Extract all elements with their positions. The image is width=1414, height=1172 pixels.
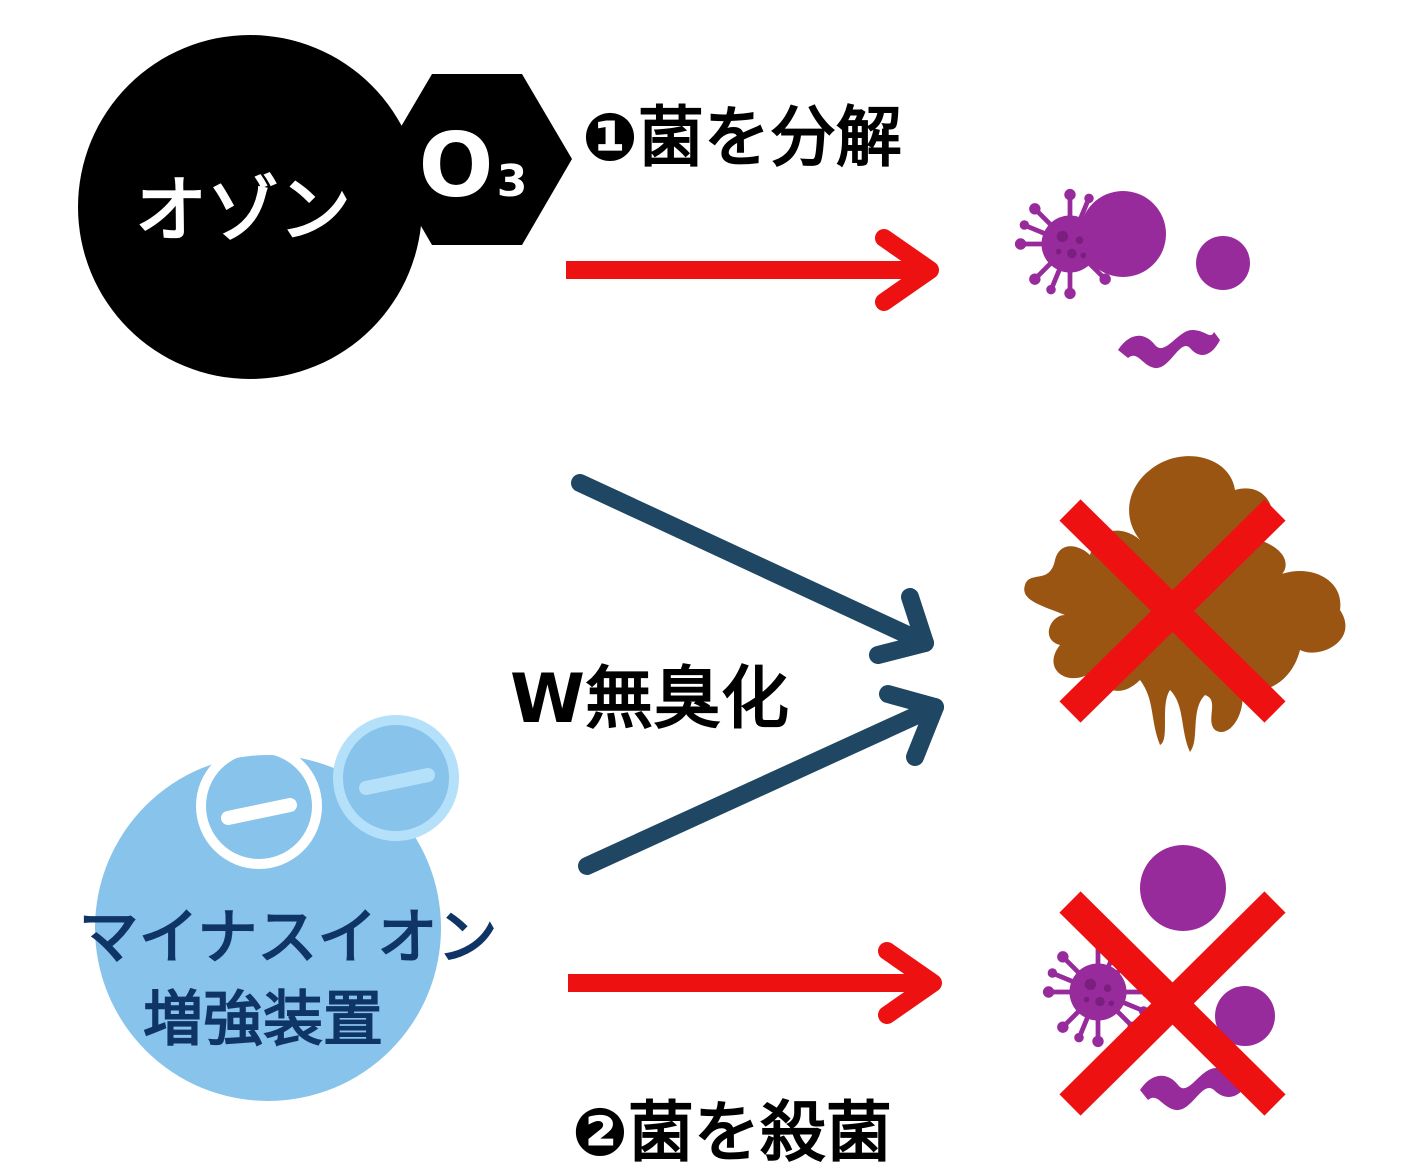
step2-label: ❷菌を殺菌 [572,1094,892,1171]
virus-bacteria-icon [1043,845,1275,1111]
step1-label: ❶菌を分解 [582,99,902,176]
ozone-formula: O [419,114,494,217]
top-red-arrow [566,229,939,311]
ion-device-line2: 増強装置 [143,985,383,1055]
ozone-circle [78,35,422,379]
ozone-name: オゾン [135,168,351,252]
ion-device-line1: マイナスイオン [79,903,498,973]
bottom-red-arrow [568,942,942,1024]
ion-device: マイナスイオン 増強装置 [79,715,498,1101]
ion-device-circle [95,755,441,1101]
red-x-icon [1059,891,1286,1116]
minus-ion-bubble [196,743,322,869]
ozone-formula-subscript: 3 [497,156,528,207]
center-label: W無臭化 [510,660,789,739]
virus-bacteria-icon [1015,189,1250,369]
red-x-icon [1059,499,1286,723]
navy-arrow-upper [571,474,934,664]
ozone-badge: オゾン O 3 [78,35,572,379]
navy-arrow-lower [578,685,944,875]
ozone-hexagon [382,74,572,245]
